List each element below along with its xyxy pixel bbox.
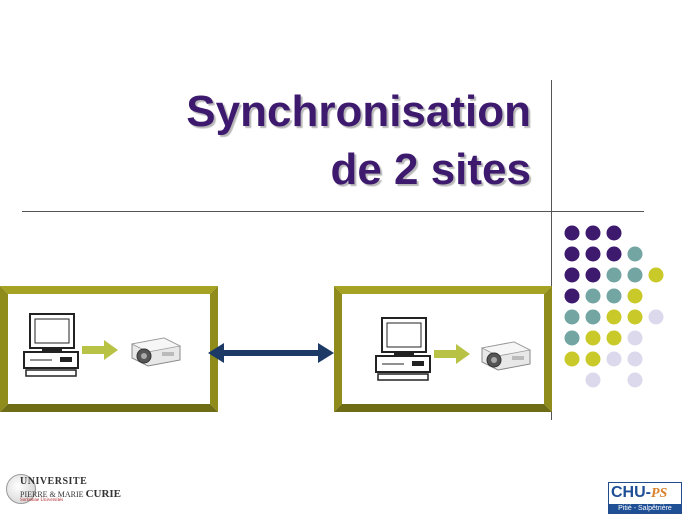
decorative-dot [585, 267, 601, 283]
vertical-divider [551, 80, 552, 420]
decorative-dot [627, 267, 643, 283]
logo-right-sub: Pitié - Salpêtrière [609, 504, 681, 513]
computer-icon [23, 313, 79, 377]
title-line-2: de 2 sites [330, 145, 531, 194]
computer-icon [375, 317, 431, 381]
decorative-dot [648, 267, 664, 283]
decorative-dot [606, 330, 622, 346]
projector-icon [130, 337, 182, 367]
chu-ps-logo: CHU-PS Pitié - Salpêtrière [608, 482, 682, 514]
decorative-dot [606, 309, 622, 325]
decorative-dot [627, 288, 643, 304]
logo-left-line-3: Sorbonne Universités [20, 498, 64, 503]
decorative-dot [606, 288, 622, 304]
horizontal-divider [22, 211, 644, 212]
decorative-dot [627, 351, 643, 367]
decorative-dot [585, 330, 601, 346]
sync-arrow-icon [208, 343, 334, 363]
decorative-dot [606, 351, 622, 367]
decorative-dot [648, 309, 664, 325]
local-arrow-icon [82, 340, 118, 360]
decorative-dot [585, 225, 601, 241]
decorative-dot [627, 330, 643, 346]
decorative-dot [606, 246, 622, 262]
decorative-dot [564, 330, 580, 346]
decorative-dot [627, 309, 643, 325]
decorative-dot [585, 309, 601, 325]
decorative-dot [564, 351, 580, 367]
decorative-dot [585, 246, 601, 262]
decorative-dot [564, 288, 580, 304]
decorative-dot [564, 246, 580, 262]
decorative-dot [585, 372, 601, 388]
decorative-dot [585, 351, 601, 367]
decorative-dot [564, 309, 580, 325]
local-arrow-icon [434, 344, 470, 364]
decorative-dot [564, 225, 580, 241]
decorative-dot [564, 267, 580, 283]
decorative-dot [606, 225, 622, 241]
upmc-logo: UNIVERSITE PIERRE & MARIE CURIE Sorbonne… [6, 470, 126, 510]
logo-right-main: CHU-PS [611, 484, 668, 501]
decorative-dot [606, 267, 622, 283]
university-seal-icon [6, 474, 36, 504]
title-line-1: Synchronisation [186, 87, 531, 136]
decorative-dot [627, 372, 643, 388]
decorative-dot [585, 288, 601, 304]
decorative-dot [627, 246, 643, 262]
site-1-frame [0, 286, 218, 412]
logo-left-line-1: UNIVERSITE [20, 476, 88, 487]
projector-icon [480, 341, 532, 371]
logo-left-line-2: PIERRE & MARIE CURIE [20, 488, 122, 500]
site-2-frame [334, 286, 552, 412]
